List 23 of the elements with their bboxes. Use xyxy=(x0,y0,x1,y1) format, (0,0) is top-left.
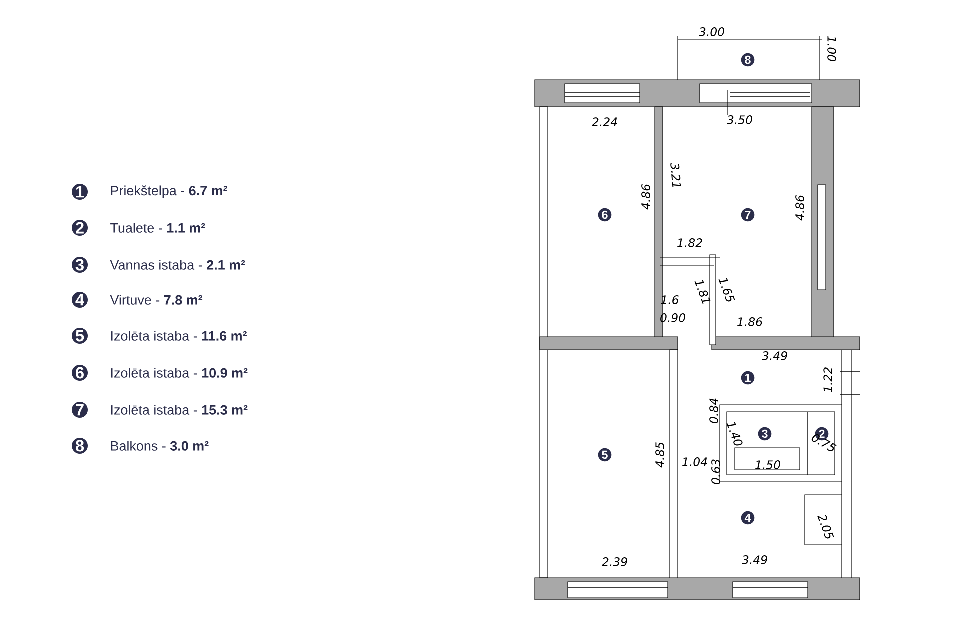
dimension-label: 2.05 xyxy=(818,514,834,539)
room-area-text: Virtuve - 7.8 m² xyxy=(110,295,203,305)
dimension-label: 2.24 xyxy=(592,118,618,126)
dimension-label: 1.81 xyxy=(694,280,711,304)
dimension-label: 3.50 xyxy=(726,116,752,124)
room-area-text: Vannas istaba - 2.1 m² xyxy=(110,260,246,270)
dimension-label: 3.49 xyxy=(762,352,788,360)
dimension-label: 0.84 xyxy=(710,398,718,424)
room-area-text: Izolēta istaba - 15.3 m² xyxy=(112,405,248,415)
dimension-label: 0.63 xyxy=(712,460,720,484)
dimension-label: 1.50 xyxy=(756,460,780,470)
dimension-label: 3.21 xyxy=(670,163,682,188)
dimension-label: 1.04 xyxy=(682,458,708,466)
dimension-label: 1.65 xyxy=(718,278,736,302)
room-area-text: Izolēta istaba - 10.9 m² xyxy=(112,368,248,378)
dimension-label: 1.82 xyxy=(678,238,702,248)
room-area-text: Tualete - 1.1 m² xyxy=(110,223,206,233)
dimension-label: 1.22 xyxy=(824,368,832,392)
room-area-text: Balkons - 3.0 m² xyxy=(111,441,209,451)
dimension-label: 1.00 xyxy=(828,36,836,62)
dimension-label: 2.39 xyxy=(602,558,628,566)
room-area-text: Priekštelpa - 6.7 m² xyxy=(111,186,228,198)
room-area-text: Izolēta istaba - 11.6 m² xyxy=(112,331,247,341)
